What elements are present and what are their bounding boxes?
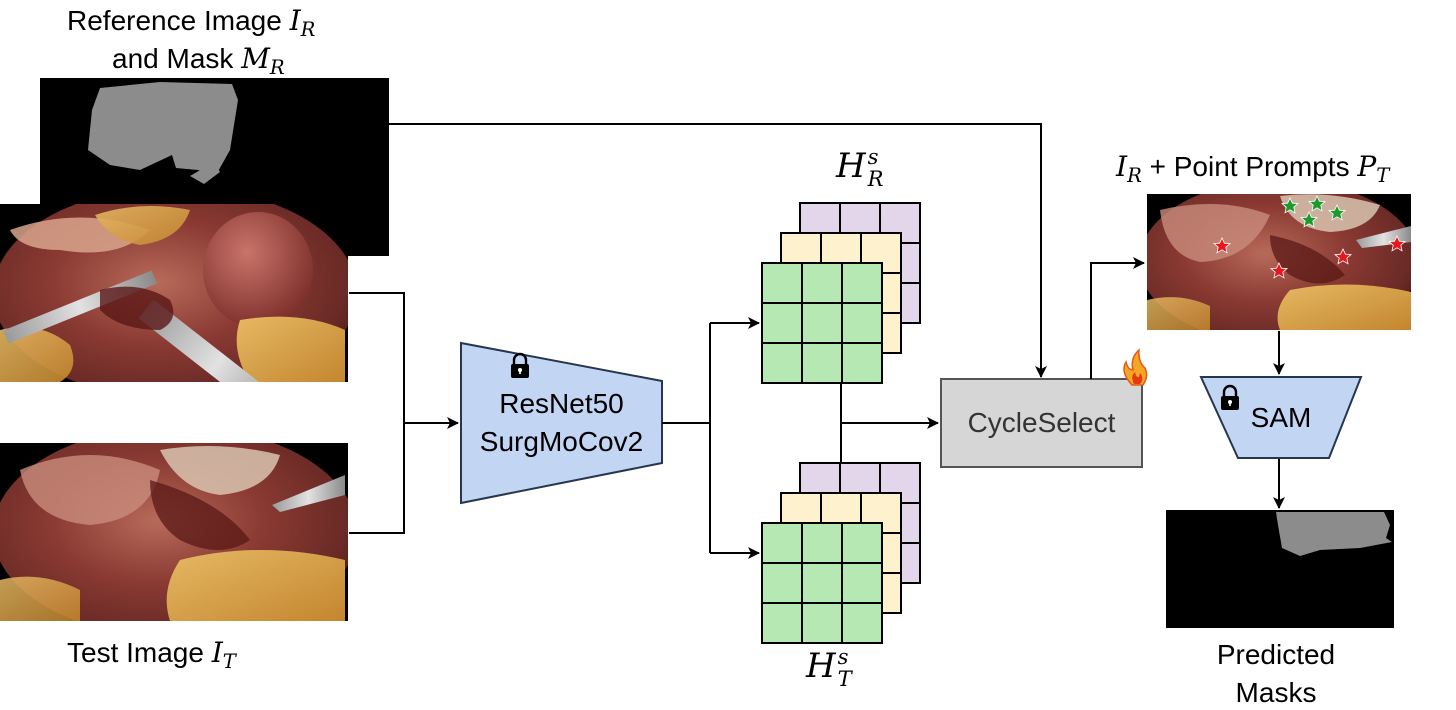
test-image xyxy=(0,443,348,621)
positive-point-star xyxy=(1300,211,1318,228)
reference-image xyxy=(0,204,348,382)
reference-label-text: Reference Image xyxy=(67,5,282,36)
negative-point-star xyxy=(1388,235,1406,252)
positive-point-star xyxy=(1308,195,1326,212)
prompts-image-symbol: IR xyxy=(1116,150,1142,187)
predicted-mask-image xyxy=(1166,510,1394,628)
predicted-masks-label: Predicted Masks xyxy=(1176,636,1376,710)
sam-block xyxy=(1199,376,1363,459)
encoder-name-2: SurgMoCov2 xyxy=(479,426,644,457)
test-image-symbol: IT xyxy=(211,636,236,673)
negative-point-star xyxy=(1213,237,1231,254)
prompt-connector xyxy=(1090,257,1145,379)
point-prompts-text: + Point Prompts xyxy=(1149,151,1350,182)
positive-point-star xyxy=(1328,204,1346,221)
encoder-label: ResNet50 SurgMoCov2 xyxy=(461,385,662,461)
sam-label: SAM xyxy=(1250,402,1312,433)
lock-icon xyxy=(511,352,529,378)
reference-label: Reference Image IR xyxy=(67,4,315,47)
feature-stack-reference xyxy=(761,202,921,384)
prompt-image xyxy=(1147,194,1411,330)
cycleselect-block xyxy=(940,378,1143,468)
reference-image-symbol: IR xyxy=(289,4,316,41)
positive-point-star xyxy=(1281,197,1299,214)
input-connectors xyxy=(349,292,459,534)
test-image-label-text: Test Image xyxy=(67,637,204,668)
negative-point-star xyxy=(1270,262,1288,279)
negative-point-star xyxy=(1334,248,1352,265)
point-prompts-label: IR + Point Prompts PT xyxy=(1116,150,1389,193)
predicted-label-1: Predicted xyxy=(1216,639,1336,670)
point-prompt-stars xyxy=(1213,195,1406,279)
lock-icon xyxy=(1221,384,1239,410)
reference-mask-label: and Mask MR xyxy=(112,42,285,85)
reference-mask-label-text: and Mask xyxy=(112,43,234,74)
fire-icon xyxy=(1123,348,1148,386)
encoder-block xyxy=(460,341,663,505)
predicted-label-2: Masks xyxy=(1235,677,1317,708)
reference-mask-symbol: MR xyxy=(241,42,285,79)
encoder-name-1: ResNet50 xyxy=(499,388,624,419)
prompts-p-symbol: PT xyxy=(1357,150,1390,187)
mask-connector xyxy=(389,123,1047,378)
feature-connectors xyxy=(662,317,939,559)
cycleselect-label: CycleSelect xyxy=(967,407,1116,438)
test-image-label: Test Image IT xyxy=(67,636,236,679)
feature-stack-test xyxy=(761,462,921,644)
